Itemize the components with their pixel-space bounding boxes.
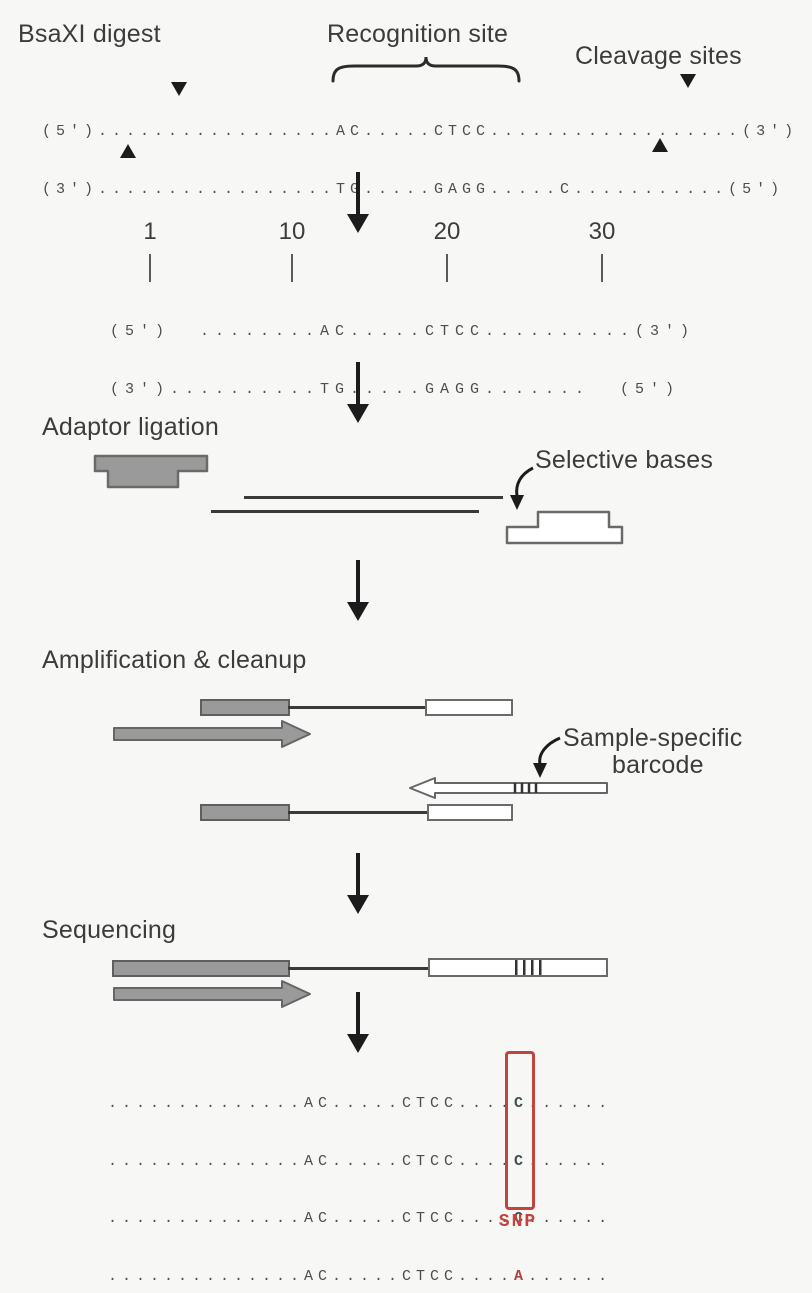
sequencing-insert-line (288, 967, 430, 970)
down-arrow-icon (347, 853, 369, 914)
step5-title: Sequencing (42, 916, 177, 944)
curved-arrow-icon (510, 466, 534, 510)
selective-bases-label: Selective bases (535, 446, 714, 474)
down-arrow-icon (347, 560, 369, 621)
sequence-read: ..............AC.....CTCC....C...... (108, 1152, 613, 1170)
sequence-read: ..............AC.....CTCC....A...... (108, 1268, 613, 1286)
snp-base: C (514, 1152, 529, 1170)
construct1-white-adaptor (425, 699, 513, 716)
gray-adaptor-icon (93, 454, 209, 489)
sequence-read: ..............AC.....CTCC....C...... (108, 1210, 613, 1228)
primer-arrow-icon (113, 720, 311, 748)
curved-arrow-icon (533, 736, 561, 778)
construct2-gray-adaptor (200, 804, 290, 821)
recognition-brace-icon (331, 56, 521, 83)
snp-label: SNP (498, 1212, 538, 1232)
digest-sequence-block: (5′).................AC.....CTCC........… (42, 86, 798, 236)
snp-base: C (514, 1210, 529, 1228)
construct2-insert-line (288, 811, 429, 814)
down-arrow-icon (347, 362, 369, 423)
cleavage-marker-top-left-icon (171, 82, 187, 96)
ruler-tick-1 (149, 254, 151, 282)
sequencing-gray-adaptor (112, 960, 290, 977)
cleavage-marker-bottom-right-icon (652, 138, 668, 152)
barcode-label-line1: Sample-specific (563, 724, 743, 752)
ruler-tick-10 (291, 254, 293, 282)
recognition-site-label: Recognition site (327, 20, 509, 48)
snp-base: A (514, 1268, 529, 1286)
construct1-insert-line (288, 706, 427, 709)
snp-base: C (514, 1095, 529, 1112)
strand-5prime: (5′) ........AC.....CTCC..........(3′) (110, 323, 696, 340)
ruler-number-20: 20 (433, 218, 461, 245)
construct2-white-adaptor (427, 804, 513, 821)
fragment-sequence-block: (5′) ........AC.....CTCC..........(3′) (… (110, 286, 695, 436)
barcode-stripes-icon (515, 960, 545, 975)
construct1-gray-adaptor (200, 699, 290, 716)
sequencing-primer-arrow-icon (113, 980, 311, 1008)
down-arrow-icon (347, 992, 369, 1053)
cleavage-marker-top-right-icon (680, 74, 696, 88)
sequence-read: ..............AC.....CTCC....C...... (108, 1095, 613, 1112)
ruler-number-1: 1 (143, 218, 157, 245)
reads-alignment-block: ..............AC.....CTCC....C...... ...… (108, 1058, 612, 1293)
dna-strand-top (244, 496, 503, 499)
strand-5prime: (5′).................AC.....CTCC........… (42, 123, 799, 140)
ruler-number-10: 10 (278, 218, 306, 245)
dna-strand-bottom (211, 510, 479, 513)
step1-title: BsaXI digest (18, 20, 161, 48)
cleavage-marker-bottom-left-icon (120, 144, 136, 158)
ruler-tick-20 (446, 254, 448, 282)
ruler-number-30: 30 (588, 218, 616, 245)
cleavage-sites-label: Cleavage sites (575, 42, 742, 70)
ruler-tick-30 (601, 254, 603, 282)
barcode-primer-arrow-icon (409, 777, 608, 799)
strand-3prime: (3′).................TG.....GAGG.....C..… (42, 181, 785, 198)
strand-3prime: (3′)..........TG.....GAGG....... (5′) (110, 381, 681, 398)
down-arrow-icon (347, 172, 369, 233)
step4-title: Amplification & cleanup (42, 646, 307, 674)
sequencing-white-adaptor (428, 958, 608, 977)
snp-highlight-box (505, 1051, 535, 1210)
white-adaptor-icon (505, 510, 624, 545)
step3-title: Adaptor ligation (42, 413, 219, 441)
barcode-label-line2: barcode (612, 751, 704, 779)
